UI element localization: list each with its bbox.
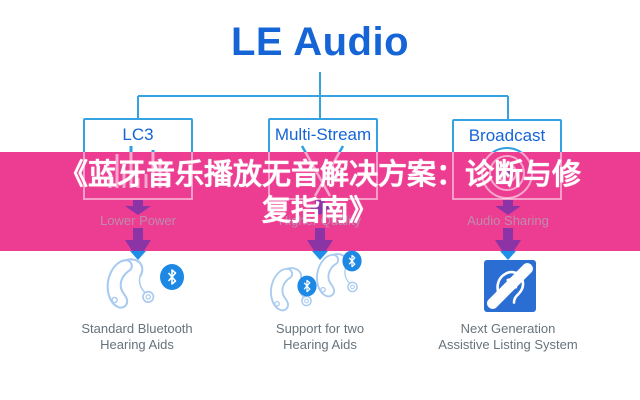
overlay-title-line1: 《蓝牙音乐播放无音解决方案：诊断与修 [58,159,581,191]
down-arrow-icon [133,200,143,206]
down-arrow-icon [133,228,143,240]
down-arrow-icon [307,240,333,251]
box-broadcast-label: Broadcast [468,126,546,145]
device-label-line1: Standard Bluetooth [81,321,193,336]
ghost-box-multi-stream [268,152,378,200]
down-arrow-icon [503,228,513,240]
diagram-title: LE Audio [230,20,410,64]
overlay-banner: Lower Power Higher Quality Audio Sharing… [0,152,640,251]
down-arrow-icon [125,240,151,251]
benefit-label-lower-power: Lower Power [100,213,176,228]
benefit-label-audio-sharing: Audio Sharing [467,213,549,228]
device-icons [106,249,536,312]
device-label-line2: Hearing Aids [283,337,357,352]
device-label-assistive-listening: Next Generation Assistive Listing System [418,321,598,353]
device-label-line1: Support for two [275,321,365,336]
ghost-icons [108,152,533,199]
hearing-aid-bluetooth-icon [106,258,185,309]
benefit-label-higher-quality: Higher Quality [278,213,362,228]
down-arrow-icon [125,206,151,215]
assistive-listening-ear-icon [484,260,536,312]
overlay-title-line2: 复指南》 [261,195,378,227]
device-label-line1: Next Generation [460,321,556,336]
two-hearing-aids-bluetooth-icon [270,249,363,312]
box-lc3-label: LC3 [122,125,154,144]
down-arrow-icon [315,200,325,206]
down-arrow-icon [315,228,325,240]
down-arrow-tip-icon [500,251,516,260]
device-label-line2: Assistive Listing System [438,337,578,352]
box-multi-stream-label: Multi-Stream [274,125,372,144]
down-arrow-icon [495,240,521,251]
down-arrow-tip-icon [312,251,328,260]
down-arrow-icon [307,206,333,215]
down-arrow-tip-icon [130,251,146,260]
ghost-box-lc3 [83,152,193,200]
device-label-two-hearing-aids: Support for two Hearing Aids [230,321,410,353]
device-label-line2: Hearing Aids [100,337,174,352]
device-label-standard-bluetooth: Standard Bluetooth Hearing Aids [47,321,227,353]
down-arrow-icon [503,200,513,206]
down-arrow-icon [495,206,521,215]
